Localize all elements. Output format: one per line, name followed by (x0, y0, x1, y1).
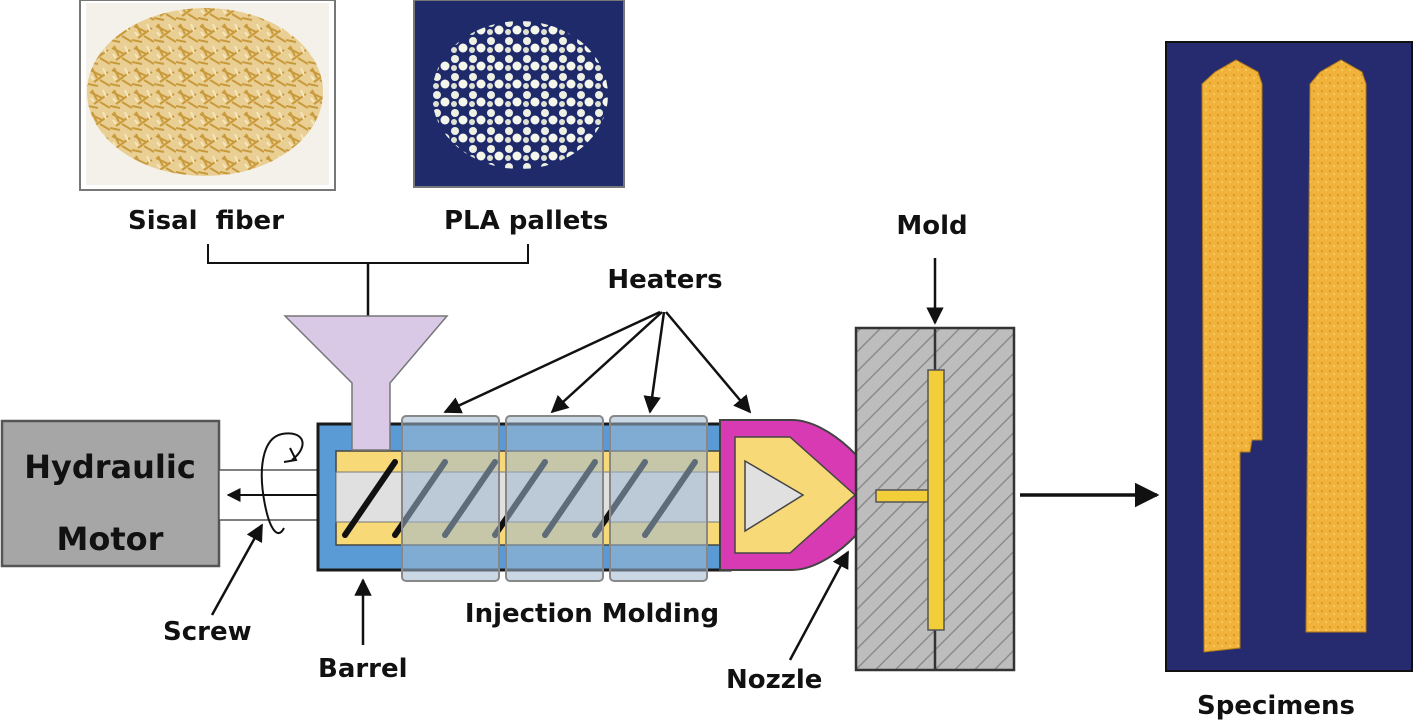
injection-molding-label: Injection Molding (465, 599, 719, 629)
heater-band (609, 415, 708, 582)
nozzle-label: Nozzle (726, 665, 822, 695)
heater-band (505, 415, 604, 582)
screw-label: Screw (163, 617, 252, 647)
specimens-photo (1165, 41, 1413, 672)
heater-bands (401, 415, 708, 582)
sisal-fiber-photo (79, 0, 336, 191)
motor-label: Motor (57, 520, 164, 558)
pla-pallets-label: PLA pallets (444, 206, 608, 236)
mold-label: Mold (896, 211, 967, 241)
hydraulic-label: Hydraulic (24, 448, 196, 486)
hydraulic-motor: Hydraulic Motor (0, 419, 221, 568)
mold (854, 326, 1016, 672)
heater-band (401, 415, 500, 582)
heaters-label: Heaters (607, 265, 722, 295)
heater-arrows (443, 310, 752, 414)
nozzle (719, 419, 880, 571)
pla-pellets-photo (413, 0, 625, 188)
screw-arrow (210, 523, 264, 616)
rotation-icon (260, 432, 304, 534)
nozzle-arrow (788, 550, 850, 661)
materials-bracket (207, 244, 529, 264)
specimens-label: Specimens (1197, 691, 1355, 721)
barrel-label: Barrel (318, 654, 408, 684)
sisal-fiber-label: Sisal fiber (128, 206, 284, 236)
hopper (283, 315, 449, 451)
screw-shaft (218, 469, 334, 521)
